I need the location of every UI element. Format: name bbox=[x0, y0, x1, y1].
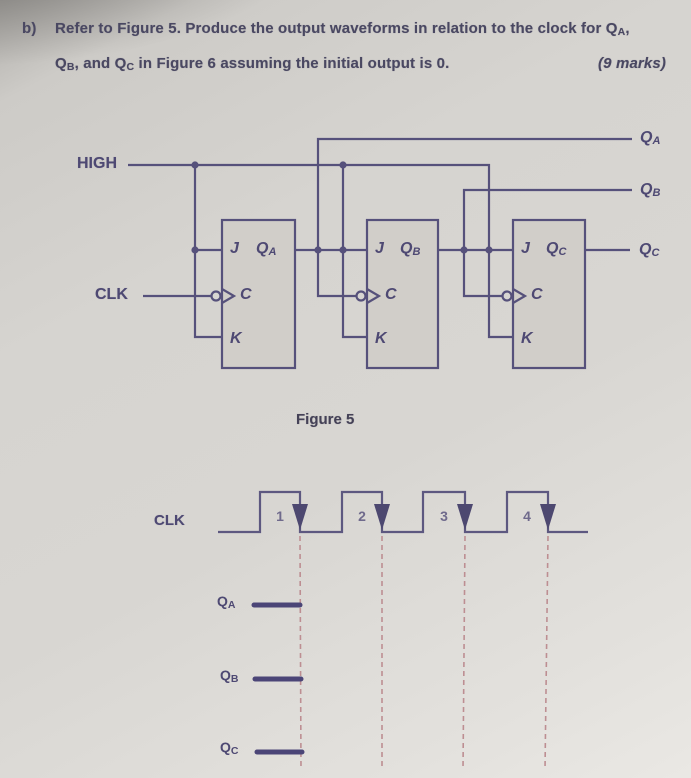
high-label: HIGH bbox=[77, 155, 117, 172]
clk-waveform bbox=[218, 490, 588, 534]
ff1-k-label: K bbox=[230, 330, 242, 347]
ff3-k-label: K bbox=[521, 330, 533, 347]
ff1-jk-feed-wire bbox=[193, 165, 222, 339]
ff1-c-label: C bbox=[240, 286, 252, 303]
figure-caption: Figure 5 bbox=[296, 411, 355, 428]
ff2-c-label: C bbox=[385, 286, 397, 303]
q-sub-b: B bbox=[66, 61, 75, 73]
ff1-clock-edge-icon bbox=[221, 288, 237, 304]
timing-row-qc-label: QC bbox=[220, 739, 239, 757]
ff1-j-label: J bbox=[230, 240, 239, 257]
output-qa-label: QA bbox=[640, 129, 661, 147]
ff1-box bbox=[220, 218, 297, 370]
output-qb-label: QB bbox=[640, 181, 661, 199]
pulse-number-1: 1 bbox=[276, 508, 284, 524]
ff2-jk-feed-wire bbox=[341, 165, 367, 339]
arrow-down-icon bbox=[540, 504, 556, 530]
ff3-q-label: QC bbox=[546, 240, 567, 258]
qb-feedback-wire bbox=[462, 188, 632, 298]
pulse-number-4: 4 bbox=[523, 508, 531, 524]
q-sub-a: A bbox=[617, 26, 626, 38]
question-line-2: QB, and QC in Figure 6 assuming the init… bbox=[55, 55, 450, 73]
falling-edge-guides bbox=[299, 535, 549, 771]
pulse-number-3: 3 bbox=[440, 508, 448, 524]
ff3-j-label: J bbox=[521, 240, 530, 257]
ff2-box bbox=[365, 218, 440, 370]
ff1-clock-bubble-icon bbox=[210, 290, 222, 302]
question-item-label: b) bbox=[22, 20, 37, 37]
ff2-j-label: J bbox=[375, 240, 384, 257]
pulse-number-2: 2 bbox=[358, 508, 366, 524]
ff3-box bbox=[511, 218, 587, 370]
clk-label: CLK bbox=[95, 286, 128, 303]
ff2-clock-edge-icon bbox=[366, 288, 382, 304]
arrow-down-icon bbox=[292, 504, 308, 530]
ff2-k-label: K bbox=[375, 330, 387, 347]
question-line-1: Refer to Figure 5. Produce the output wa… bbox=[55, 20, 630, 38]
falling-edge-arrows bbox=[292, 504, 556, 530]
timing-clk-label: CLK bbox=[154, 512, 185, 529]
q-sub-c: C bbox=[126, 61, 135, 73]
arrow-down-icon bbox=[374, 504, 390, 530]
ff2-q-label: QB bbox=[400, 240, 421, 258]
initial-level-lines bbox=[251, 602, 305, 755]
marks-label: (9 marks) bbox=[598, 55, 667, 72]
junction-dots bbox=[191, 161, 493, 254]
ff2-clock-bubble-icon bbox=[355, 290, 367, 302]
timing-row-qb-label: QB bbox=[220, 667, 239, 685]
timing-row-qa-label: QA bbox=[217, 593, 236, 611]
ff3-c-label: C bbox=[531, 286, 543, 303]
ff1-q-label: QA bbox=[256, 240, 277, 258]
ff3-clock-edge-icon bbox=[512, 288, 528, 304]
counter-circuit bbox=[128, 137, 632, 370]
output-qc-label: QC bbox=[639, 241, 660, 259]
timing-diagram bbox=[218, 490, 588, 771]
ff3-clock-bubble-icon bbox=[501, 290, 513, 302]
arrow-down-icon bbox=[457, 504, 473, 530]
